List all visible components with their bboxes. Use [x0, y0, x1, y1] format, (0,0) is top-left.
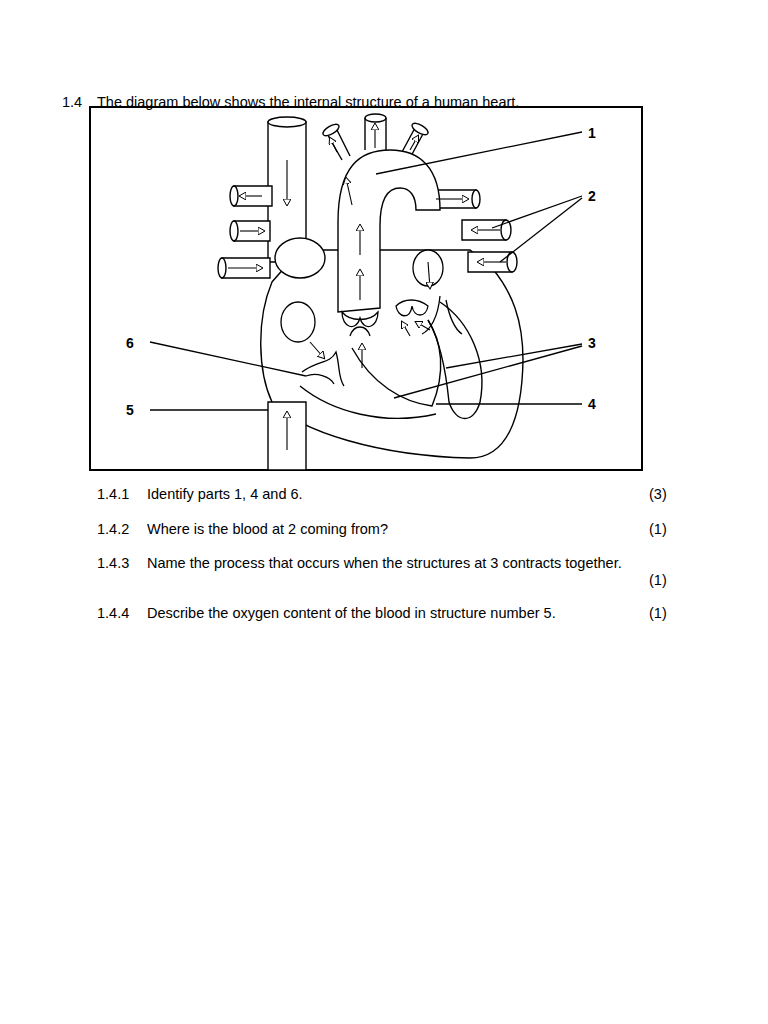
- blood-flow-arrows-part: [416, 322, 430, 330]
- pulmonary-vessels-part: [230, 221, 238, 241]
- question-number: 1.4.1: [97, 486, 129, 503]
- chambers-and-valves-part: [281, 302, 315, 342]
- question-text: Where is the blood at 2 coming from?: [147, 521, 388, 538]
- aorta-part: [365, 114, 386, 122]
- blood-flow-arrows-part: [359, 225, 360, 255]
- pulmonary-vessels-part: [218, 258, 226, 278]
- blood-flow-arrows-part: [402, 322, 410, 336]
- pulmonary-vessels-part: [468, 252, 512, 272]
- mark-allocation: (1): [649, 521, 667, 538]
- question-number: 1.4: [62, 94, 82, 111]
- leader-lines-part: [376, 132, 582, 174]
- blood-flow-arrows-part: [472, 229, 500, 230]
- blood-flow-arrows-part: [359, 270, 360, 300]
- chambers-and-valves-part: [342, 312, 378, 327]
- leader-lines-part: [150, 342, 306, 376]
- pulmonary-vessels-part: [462, 220, 506, 240]
- heart-outline-part: [352, 320, 441, 406]
- question-text: Identify parts 1, 4 and 6.: [147, 486, 303, 503]
- callout-number: 1: [588, 125, 596, 142]
- blood-flow-arrows: [228, 124, 506, 450]
- mark-allocation: (1): [649, 572, 667, 589]
- question-number: 1.4.3: [97, 555, 129, 572]
- blood-flow-arrows-part: [428, 262, 430, 288]
- blood-flow-arrows-part: [478, 261, 506, 262]
- blood-flow-arrows-part: [346, 178, 352, 205]
- leader-lines-part: [500, 198, 582, 262]
- question-number: 1.4.4: [97, 605, 129, 622]
- callout-number: 4: [588, 396, 596, 413]
- vena-cava-part: [268, 402, 306, 470]
- chambers-and-valves-part: [350, 327, 370, 336]
- heart-outline-part: [300, 386, 436, 418]
- aorta-part: [410, 121, 430, 137]
- blood-flow-arrows-part: [228, 267, 262, 268]
- figure-frame: [90, 107, 642, 470]
- mark-allocation: (1): [649, 605, 667, 622]
- chambers-and-valves-part: [306, 374, 334, 384]
- blood-flow-arrows-part: [330, 138, 337, 152]
- blood-flow-arrows-part: [361, 344, 362, 368]
- aorta-part: [338, 150, 440, 312]
- chambers-and-valves-part: [396, 300, 428, 316]
- aorta-part: [365, 118, 386, 150]
- blood-flow-arrows-part: [240, 195, 262, 196]
- callout-number: 5: [126, 402, 134, 419]
- question-text: Name the process that occurs when the st…: [147, 555, 637, 572]
- callout-number: 3: [588, 335, 596, 352]
- vena-cava: [268, 117, 325, 470]
- question-text: The diagram below shows the internal str…: [97, 94, 519, 111]
- pulmonary-vessels-part: [234, 221, 270, 241]
- leader-lines: [150, 132, 582, 410]
- blood-flow-arrows-part: [374, 124, 375, 148]
- pulmonary-vessels-part: [234, 186, 272, 206]
- pulmonary-vessels-part: [472, 190, 480, 208]
- aorta-part: [321, 122, 341, 138]
- leader-lines-part: [436, 403, 582, 404]
- chambers-and-valves: [281, 250, 462, 386]
- blood-flow-arrows-part: [286, 160, 287, 205]
- vena-cava-part: [275, 238, 325, 278]
- question-number: 1.4.2: [97, 521, 129, 538]
- blood-flow-arrows-part: [240, 230, 264, 231]
- blood-flow-arrows-part: [410, 136, 418, 150]
- question-text: Describe the oxygen content of the blood…: [147, 605, 556, 622]
- callout-number: 6: [126, 335, 134, 352]
- callout-number: 2: [588, 188, 596, 205]
- pulmonary-vessels-part: [230, 186, 238, 206]
- leader-lines-part: [492, 196, 582, 228]
- blood-flow-arrows-part: [436, 198, 468, 199]
- vena-cava-part: [268, 117, 306, 127]
- leader-lines-part: [394, 346, 582, 398]
- leader-lines-part: [150, 409, 268, 410]
- blood-flow-arrows-part: [310, 342, 324, 358]
- mark-allocation: (3): [649, 486, 667, 503]
- heart-outline-part: [428, 302, 482, 419]
- blood-flow-arrows-part: [286, 412, 287, 450]
- pulmonary-vessels-part: [222, 258, 270, 278]
